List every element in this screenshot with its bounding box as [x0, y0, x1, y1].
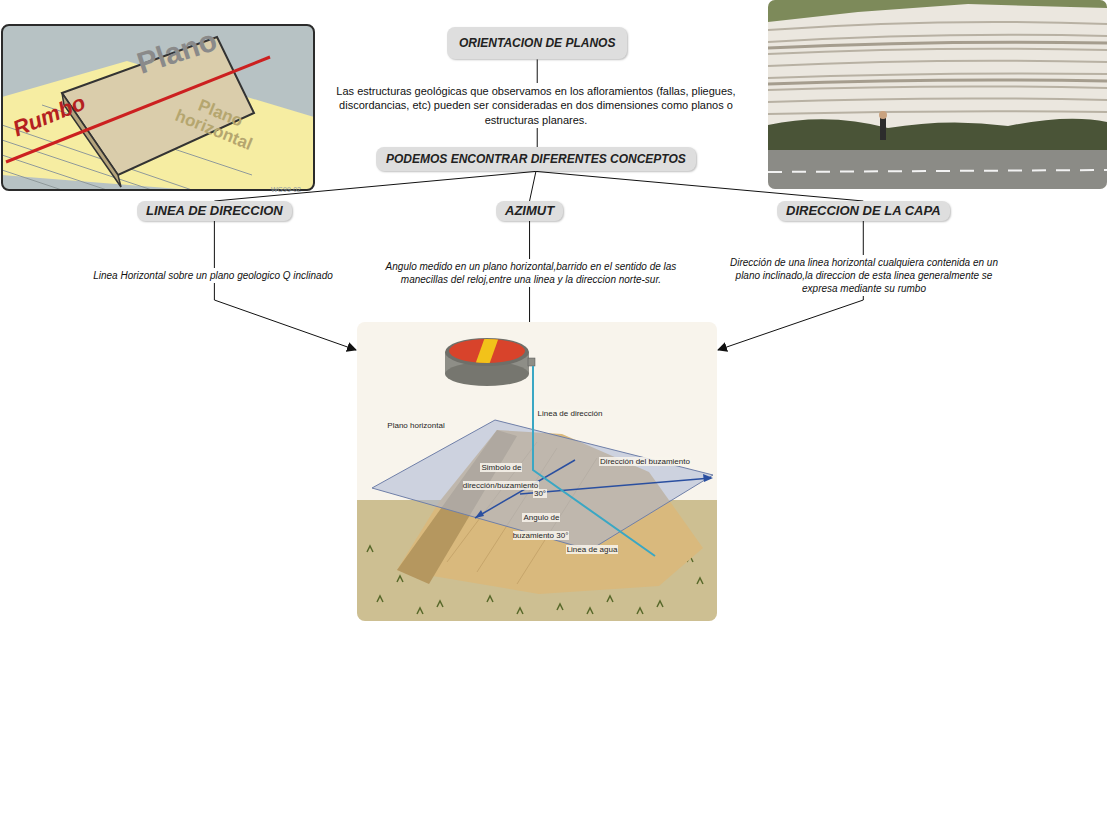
label-anchor: Linea de agua	[561, 538, 623, 556]
concept-title: LINEA DE DIRECCION	[146, 203, 283, 219]
illustration-label: Linea de dirección	[537, 409, 604, 418]
illustration-label: Simbolo de dirección/buzamiento	[463, 463, 540, 490]
image-label: Rumbo	[9, 90, 89, 142]
drawing-part	[768, 0, 1107, 22]
drawing-part	[6, 57, 270, 162]
strike-dip-illustration	[357, 322, 717, 621]
linking-phrase: Las estructuras geológicas que observamo…	[326, 83, 746, 128]
drawing-part	[703, 474, 713, 482]
label-anchor: WG99-02	[262, 178, 310, 196]
label-anchor: Las estructuras geológicas que observamo…	[326, 83, 746, 128]
drawing-part	[768, 170, 1107, 172]
outcrop-photo	[768, 0, 1107, 189]
drawing-part	[768, 0, 1107, 189]
drawing-part	[372, 420, 713, 550]
connector	[536, 171, 863, 201]
concept-title: DIRECCION DE LA CAPA	[786, 203, 941, 219]
label-anchor: 30°	[527, 482, 553, 500]
label-anchor: Dirección del buzamiento	[593, 450, 697, 468]
drawing-part	[445, 338, 529, 366]
drawing-part	[768, 42, 1107, 84]
label-anchor: Plano horizontal	[159, 85, 274, 160]
drawing-part	[528, 358, 535, 366]
drawing-part	[475, 337, 499, 365]
concept-box: AZIMUT	[496, 201, 563, 221]
illustration-label: Dirección del buzamiento	[599, 457, 691, 466]
connector	[214, 171, 536, 201]
label-anchor: Rumbo	[3, 88, 95, 143]
concept-box: LINEA DE DIRECCION	[137, 201, 292, 221]
label-anchor: Plano	[120, 20, 234, 84]
image-label: Plano horizontal	[173, 96, 255, 154]
illustration-label: Angulo de buzamiento 30°	[513, 513, 570, 540]
label-anchor: Angulo medido en un plano horizontal,bar…	[366, 259, 696, 287]
concept-title: AZIMUT	[505, 203, 554, 219]
drawing-part	[768, 119, 1107, 150]
drawing-part	[475, 510, 484, 518]
concept-box: ORIENTACION DE PLANOS	[447, 27, 627, 59]
drawing-part	[768, 22, 1107, 114]
illustration-label: Plano horizontal	[386, 421, 445, 430]
connector	[214, 221, 356, 350]
drawing-part	[357, 322, 717, 621]
concept-title: PODEMOS ENCONTRAR DIFERENTES CONCEPTOS	[386, 152, 686, 166]
drawing-part	[879, 111, 887, 119]
image-label: WG99-02	[271, 186, 301, 193]
label-anchor: Simbolo de dirección/buzamiento	[455, 456, 547, 492]
drawing-part	[768, 150, 1107, 189]
concept-box: PODEMOS ENCONTRAR DIFERENTES CONCEPTOS	[376, 147, 696, 171]
concept-box: DIRECCION DE LA CAPA	[777, 201, 950, 221]
label-anchor: Linea de dirección	[535, 402, 605, 420]
label-anchor: Linea Horizontal sobre un plano geologic…	[68, 265, 358, 283]
drawing-part	[475, 337, 499, 365]
label-anchor: Dirección de una linea horizontal cualqu…	[714, 255, 1014, 296]
illustration-panel: Plano horizontal Linea de direcciónSimbol…	[357, 322, 717, 621]
connector	[530, 171, 536, 201]
concept-title: ORIENTACION DE PLANOS	[459, 36, 615, 50]
linking-phrase: Dirección de una linea horizontal cualqu…	[714, 255, 1014, 296]
drawing-part	[768, 0, 1107, 189]
illustration-label: Linea de agua	[566, 545, 619, 554]
drawing-part	[880, 118, 886, 140]
linking-phrase: Linea Horizontal sobre un plano geologic…	[90, 268, 336, 283]
drawing-part	[357, 322, 717, 621]
linking-phrase: Angulo medido en un plano horizontal,bar…	[366, 259, 696, 287]
label-anchor: Angulo de buzamiento 30°	[503, 506, 579, 542]
label-anchor: Plano horizontal	[375, 414, 457, 432]
illustration-label: 30°	[533, 489, 547, 498]
image-label: Plano	[133, 23, 221, 80]
